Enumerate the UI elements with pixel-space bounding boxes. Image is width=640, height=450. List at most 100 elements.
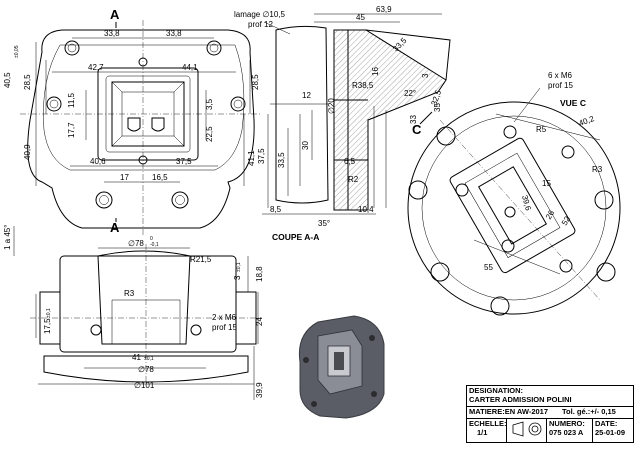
thread-2-label: 2 x M6 — [212, 313, 237, 322]
title-block: DESIGNATION: CARTER ADMISSION POLINI MAT… — [466, 385, 634, 443]
dim-r21-5: R21,5 — [190, 255, 212, 264]
dim-d20: ∅20 — [327, 98, 336, 114]
dim-42-7: 42,7 — [88, 63, 104, 72]
dim-26: 26 — [544, 208, 557, 221]
dim-10-4: 10,4 — [358, 205, 374, 214]
dim-17-5-tol: ±0,1 — [46, 308, 52, 318]
dim-8-5: 8,5 — [270, 205, 282, 214]
dim-28-5-left: 28,5 — [23, 74, 32, 90]
dim-3: 3 — [421, 73, 430, 78]
section-a-top-label: A — [110, 7, 120, 22]
number-cell: NUMERO: 075 023 A — [547, 419, 593, 442]
date-value: 25-01-09 — [595, 428, 626, 437]
bottom-view: 1 a 45° ∅78 0 -0,1 R21,5 18,8 3 ±0,1 R3 … — [3, 225, 264, 400]
front-view: A 33,8 33,8 42,7 44,1 40,5 ±0,05 28,5 28… — [3, 7, 262, 236]
dim-24: 24 — [255, 317, 264, 326]
scale-row: ECHELLE: 1/1 NUMERO: 075 023 A DATE: 25-… — [467, 419, 633, 442]
dim-33-8-left: 33,8 — [104, 29, 120, 38]
chamfer-label: 1 a 45° — [3, 225, 12, 250]
date-label: DATE: — [595, 419, 618, 428]
dim-d78-bottom: ∅78 — [138, 365, 154, 374]
dim-17-7: 17,7 — [67, 122, 76, 138]
scale-cell: ECHELLE: 1/1 — [467, 419, 507, 442]
scale-label: ECHELLE: — [469, 419, 507, 428]
dim-d78-top-lower-tol: -0,1 — [150, 242, 159, 248]
dim-d78-top: ∅78 — [128, 239, 144, 248]
dim-35-deg: 35° — [318, 219, 330, 228]
dim-6-5: 6,5 — [344, 157, 356, 166]
dim-40-5-tol: ±0,05 — [14, 45, 20, 58]
dim-52: 52 — [560, 214, 573, 227]
section-c-label: C — [412, 122, 422, 137]
lamage-depth-label: prof 12 — [248, 20, 273, 29]
dim-18-8: 18,8 — [255, 266, 264, 282]
dim-40-2: 40,2 — [578, 114, 596, 128]
dim-44-1: 44,1 — [182, 63, 198, 72]
designation-row: DESIGNATION: CARTER ADMISSION POLINI — [467, 386, 633, 407]
dim-11-5: 11,5 — [67, 92, 76, 108]
dim-3-5: 3,5 — [205, 98, 214, 110]
dim-12: 12 — [302, 91, 311, 100]
thread-depth-label: prof 15 — [548, 81, 573, 90]
dim-40-5: 40,5 — [3, 72, 12, 88]
date-cell: DATE: 25-01-09 — [593, 419, 633, 442]
designation-value: CARTER ADMISSION POLINI — [469, 395, 572, 404]
dim-40-6: 40,6 — [90, 157, 106, 166]
lamage-label: lamage ∅10,5 — [234, 10, 286, 19]
dim-30: 30 — [301, 141, 310, 150]
thread-label: 6 x M6 — [548, 71, 573, 80]
dim-3-tol: 3 — [233, 275, 242, 280]
dim-3-tol-value: ±0,1 — [236, 262, 242, 272]
material-value: MATIERE:EN AW-2017 — [469, 407, 549, 416]
dim-d101: ∅101 — [134, 381, 155, 390]
dim-33-5-sec: 33,5 — [277, 152, 286, 168]
dim-41: 41 — [132, 353, 141, 362]
tolerance-value: Tol. gé.:+/- 0,15 — [562, 407, 616, 416]
dim-37-5-sec: 37,5 — [257, 148, 266, 164]
dim-r3-c: R3 — [592, 165, 603, 174]
thread-2-depth: prof 15 — [212, 323, 237, 332]
dim-r38-5: R38,5 — [352, 81, 374, 90]
dim-15: 15 — [542, 179, 551, 188]
section-view: lamage ∅10,5 prof 12 63,9 45 33,5 16 3 R… — [234, 5, 451, 242]
projection-symbol-icon — [512, 421, 542, 437]
dim-39-6: 39,6 — [520, 194, 533, 212]
material-row: MATIERE:EN AW-2017 Tol. gé.:+/- 0,15 — [467, 407, 633, 419]
dim-16: 16 — [371, 67, 380, 76]
dim-45: 45 — [356, 13, 365, 22]
dim-r2: R2 — [348, 175, 359, 184]
vue-c-label: VUE C — [560, 98, 586, 108]
dim-33-8-right: 33,8 — [166, 29, 182, 38]
dim-33: 33 — [409, 115, 418, 124]
coupe-aa-label: COUPE A-A — [272, 232, 319, 242]
view-c-holes — [408, 125, 616, 316]
dim-r5: R5 — [536, 125, 547, 134]
dim-r3-bottom: R3 — [124, 289, 135, 298]
dim-41-tol: ±0,1 — [144, 356, 154, 362]
dim-39-9: 39,9 — [255, 382, 264, 398]
dim-16-5: 16,5 — [152, 173, 168, 182]
dim-40-9: 40,9 — [23, 144, 32, 160]
dim-41-1: 41,1 — [247, 150, 256, 166]
dim-63-9: 63,9 — [376, 5, 392, 14]
dim-55: 55 — [484, 263, 493, 272]
render-3d — [298, 315, 385, 419]
scale-value: 1/1 — [477, 428, 488, 437]
dim-17-5: 17,5 — [43, 318, 52, 334]
dim-17: 17 — [120, 173, 129, 182]
dim-22-5: 22,5 — [205, 126, 214, 142]
dim-35: 35 — [433, 103, 442, 112]
number-label: NUMERO: — [549, 419, 585, 428]
number-value: 075 023 A — [549, 428, 584, 437]
dim-28-5-right: 28,5 — [251, 74, 260, 90]
dim-22-deg: 22° — [404, 89, 416, 98]
section-a-bottom-label: A — [110, 220, 120, 235]
projection-symbol-cell — [507, 419, 547, 442]
dim-d78-top-upper-tol: 0 — [150, 236, 153, 242]
front-holes — [46, 40, 246, 209]
view-c: 6 x M6 prof 15 R5 40,2 R3 39,6 15 26 52 … — [407, 71, 621, 316]
dim-37-5: 37,5 — [176, 157, 192, 166]
designation-label: DESIGNATION: — [469, 386, 524, 395]
dim-33-5-top: 33,5 — [391, 36, 409, 54]
